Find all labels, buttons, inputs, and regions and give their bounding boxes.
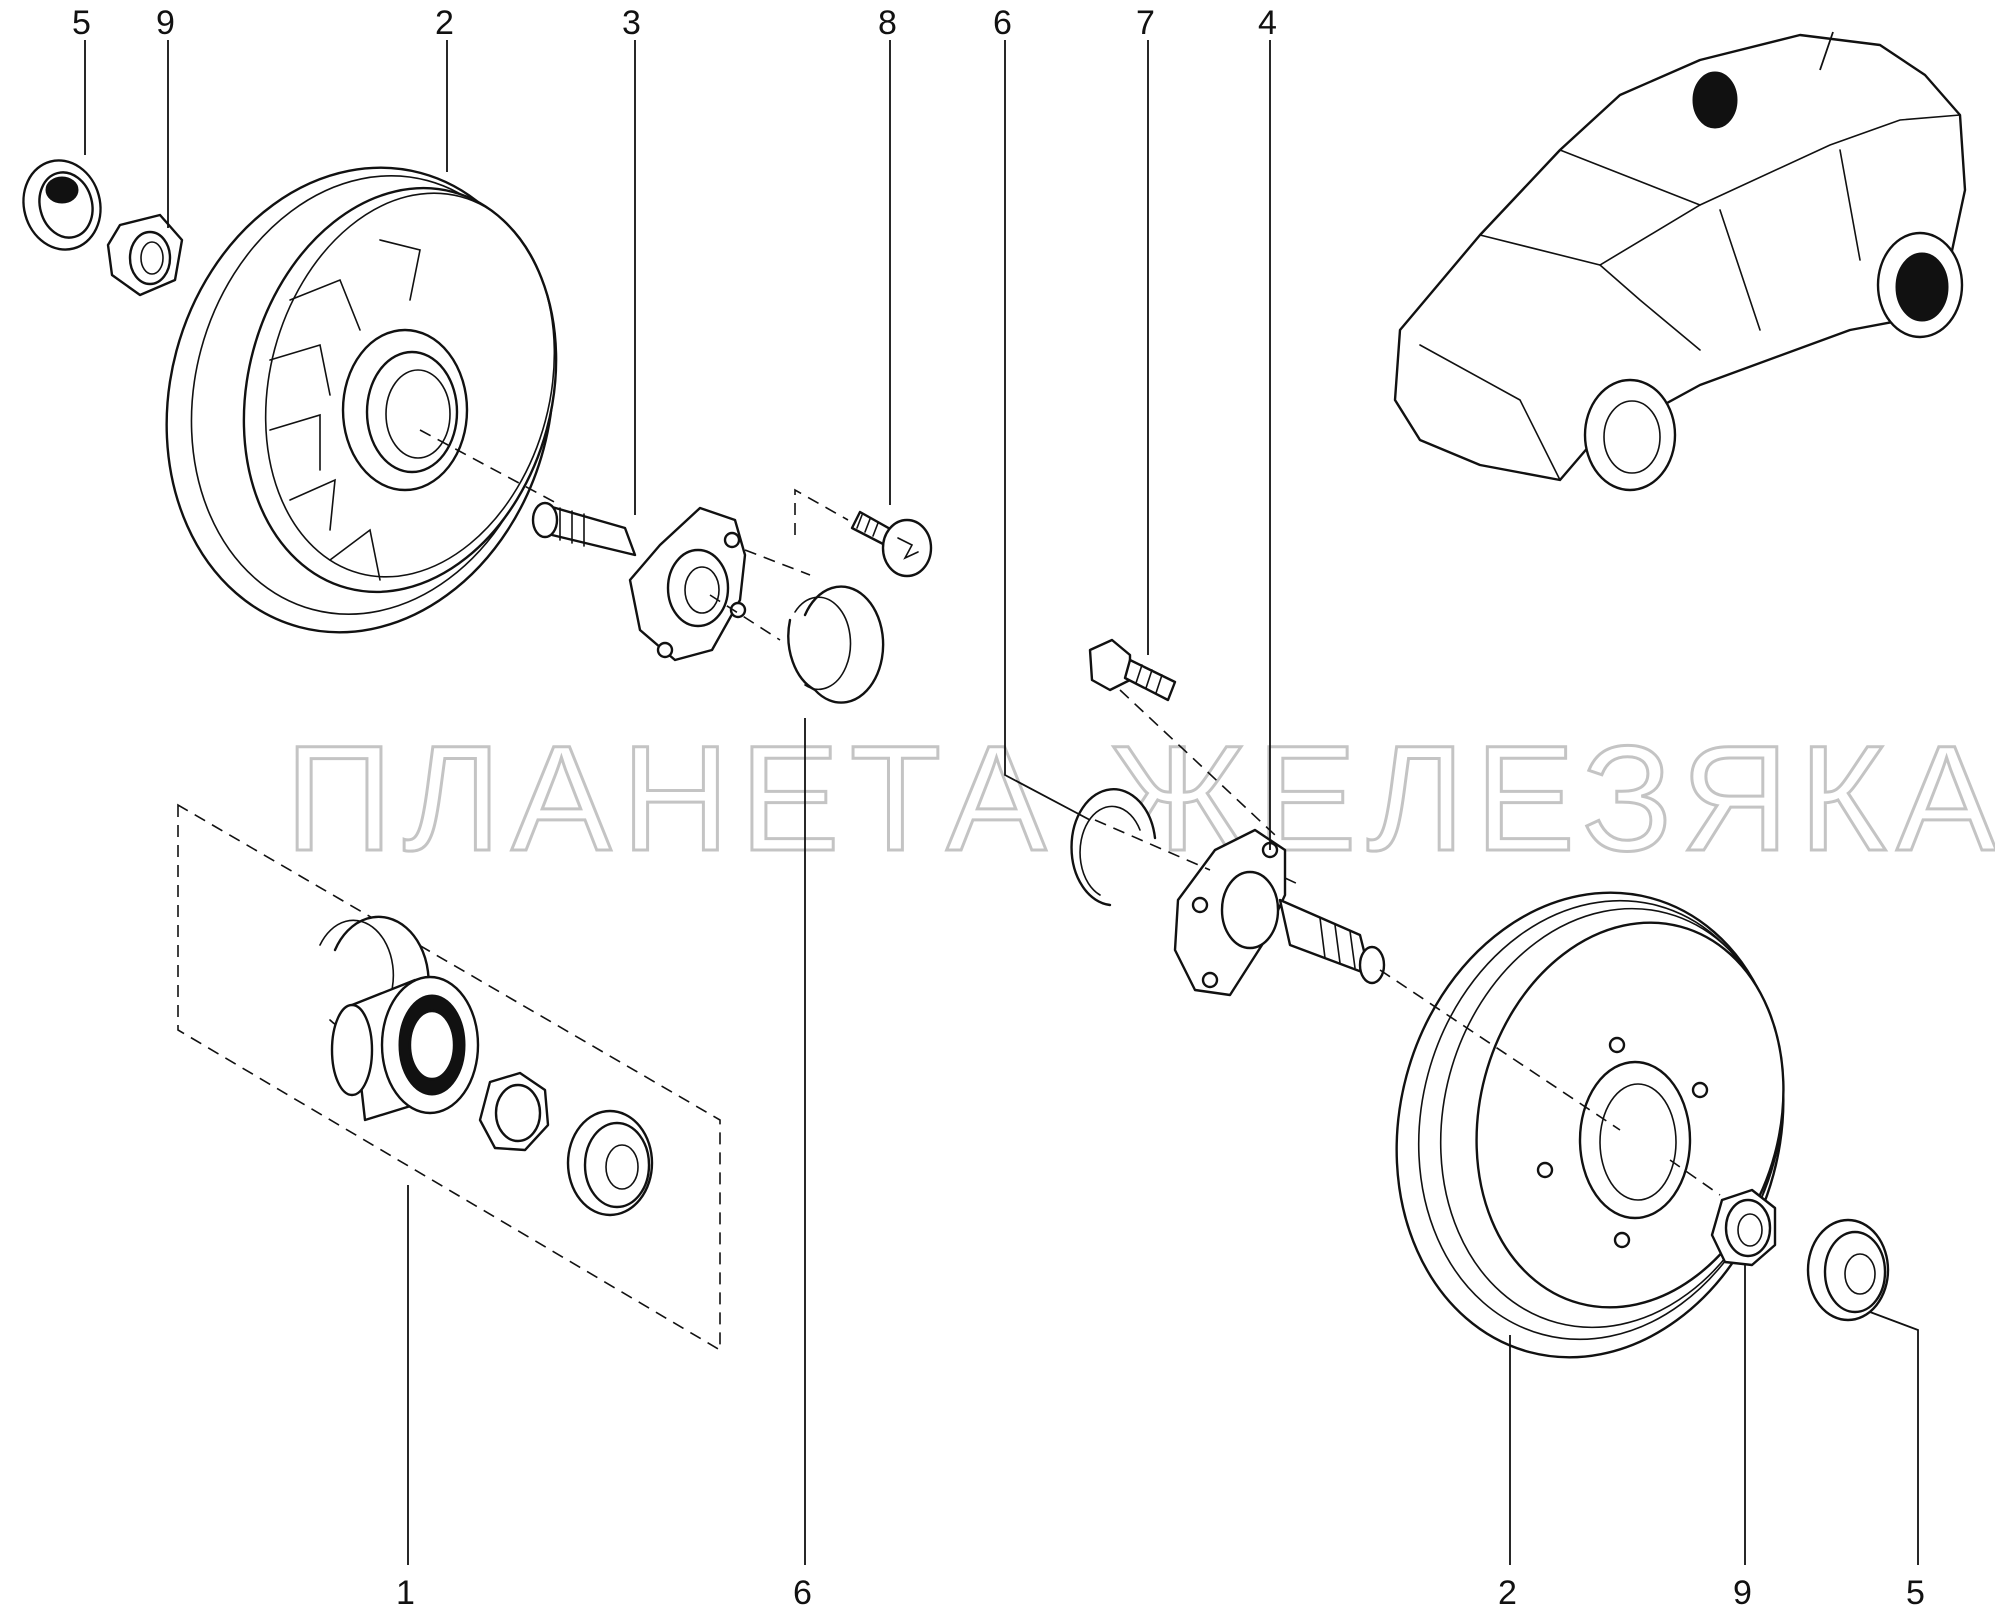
wheel-hub-icon — [531, 501, 747, 662]
brake-drum-icon — [1395, 891, 1785, 1359]
callout-5-bottom: 5 — [1906, 1574, 1925, 1612]
callout-4-top: 4 — [1258, 4, 1277, 42]
bolt-icon — [1088, 638, 1177, 702]
callout-8-top: 8 — [878, 4, 897, 42]
callout-2-top: 2 — [435, 4, 454, 42]
wheel-hub-icon — [1173, 828, 1386, 997]
retaining-ring-icon — [787, 585, 885, 704]
bolt-icon — [850, 510, 933, 578]
callout-6-bottom: 6 — [793, 1574, 812, 1612]
callout-7-top: 7 — [1136, 4, 1155, 42]
retaining-ring-icon — [1070, 788, 1157, 907]
callout-2-bottom: 2 — [1498, 1574, 1517, 1612]
leader-lines — [84, 40, 1919, 1565]
car-icon — [1393, 31, 1967, 492]
callout-1-bottom: 1 — [396, 1574, 415, 1612]
callout-3-top: 3 — [622, 4, 641, 42]
callout-9-bottom: 9 — [1733, 1574, 1752, 1612]
bearing-kit-icon — [177, 803, 721, 1352]
hub-nut-icon — [106, 213, 184, 297]
callout-5-top: 5 — [72, 4, 91, 42]
hub-cap-icon — [1806, 1218, 1890, 1322]
callout-6-top: 6 — [993, 4, 1012, 42]
callout-9-top: 9 — [156, 4, 175, 42]
hub-cap-icon — [22, 159, 102, 251]
brake-drum-icon — [165, 166, 558, 634]
hub-nut-icon — [1710, 1188, 1777, 1267]
